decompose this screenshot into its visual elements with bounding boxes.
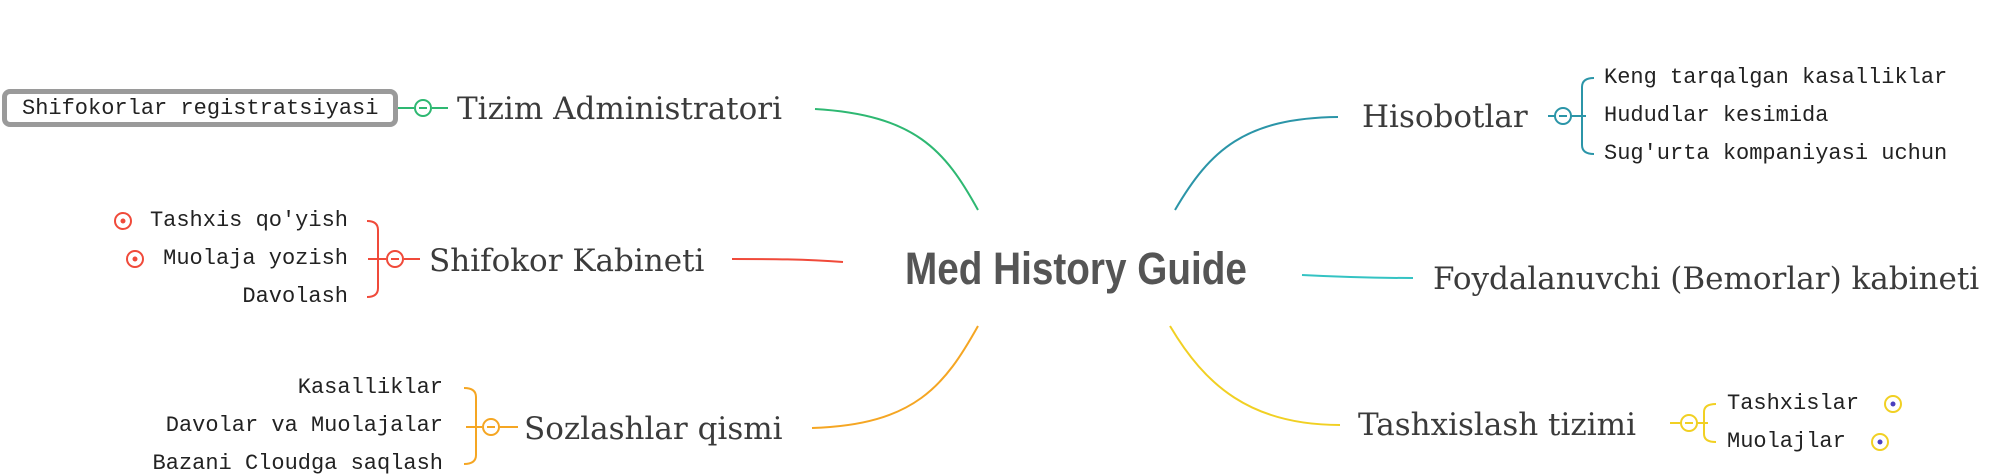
leaf-shifokorlar-registratsiyasi[interactable]: Shifokorlar registratsiyasi bbox=[22, 96, 379, 121]
muolajlar-expand-icon[interactable] bbox=[1871, 433, 1889, 451]
hisobot-collapse-icon[interactable] bbox=[1554, 107, 1572, 125]
sozlash-connector bbox=[811, 325, 979, 429]
hisobot-connector bbox=[1174, 116, 1339, 211]
leaf-bazani-cloudga-saqlash[interactable]: Bazani Cloudga saqlash bbox=[152, 451, 443, 476]
root-topic[interactable]: Med History Guide bbox=[905, 243, 1247, 294]
branch-tizim-administratori[interactable]: Tizim Administratori bbox=[457, 91, 783, 127]
shifokor-connector bbox=[731, 258, 844, 263]
leaf-kasalliklar[interactable]: Kasalliklar bbox=[297, 375, 443, 400]
branch-tashxislash-tizimi[interactable]: Tashxislash tizimi bbox=[1358, 407, 1636, 443]
hisobot-bracket bbox=[1581, 77, 1595, 155]
tashxis-qoyish-expand-icon[interactable] bbox=[114, 212, 132, 230]
shifokor-collapse-icon[interactable] bbox=[386, 250, 404, 268]
leaf-hududlar-kesimida[interactable]: Hududlar kesimida bbox=[1604, 103, 1829, 128]
muolaja-yozish-expand-icon[interactable] bbox=[126, 250, 144, 268]
leaf-muolajlar[interactable]: Muolajlar bbox=[1727, 429, 1846, 454]
selected-node-frame bbox=[2, 89, 398, 127]
branch-sozlashlar-qismi[interactable]: Sozlashlar qismi bbox=[524, 411, 783, 447]
leaf-keng-tarqalgan-kasalliklar[interactable]: Keng tarqalgan kasalliklar bbox=[1604, 65, 1948, 90]
leaf-davolar-va-muolajalar[interactable]: Davolar va Muolajalar bbox=[165, 413, 443, 438]
branch-foydalanuvchi-kabineti[interactable]: Foydalanuvchi (Bemorlar) kabineti bbox=[1433, 261, 1980, 297]
leaf-tashxislar[interactable]: Tashxislar bbox=[1727, 391, 1860, 416]
tashxis-connector bbox=[1169, 325, 1341, 426]
leaf-muolaja-yozish[interactable]: Muolaja yozish bbox=[163, 246, 348, 271]
leaf-sugurta-kompaniyasi-uchun[interactable]: Sug'urta kompaniyasi uchun bbox=[1604, 141, 1948, 166]
admin-collapse-icon[interactable] bbox=[414, 99, 432, 117]
branch-shifokor-kabineti[interactable]: Shifokor Kabineti bbox=[429, 243, 705, 279]
tashxislar-expand-icon[interactable] bbox=[1884, 395, 1902, 413]
admin-connector bbox=[814, 108, 979, 211]
leaf-tashxis-qoyish[interactable]: Tashxis qo'yish bbox=[149, 208, 348, 233]
leaf-davolash[interactable]: Davolash bbox=[242, 284, 348, 309]
tashxis-collapse-icon[interactable] bbox=[1680, 414, 1698, 432]
branch-hisobotlar[interactable]: Hisobotlar bbox=[1362, 99, 1528, 135]
tashxis-bracket bbox=[1703, 403, 1717, 443]
sozlash-collapse-icon[interactable] bbox=[482, 418, 500, 436]
foydalanuvchi-connector bbox=[1301, 274, 1414, 279]
